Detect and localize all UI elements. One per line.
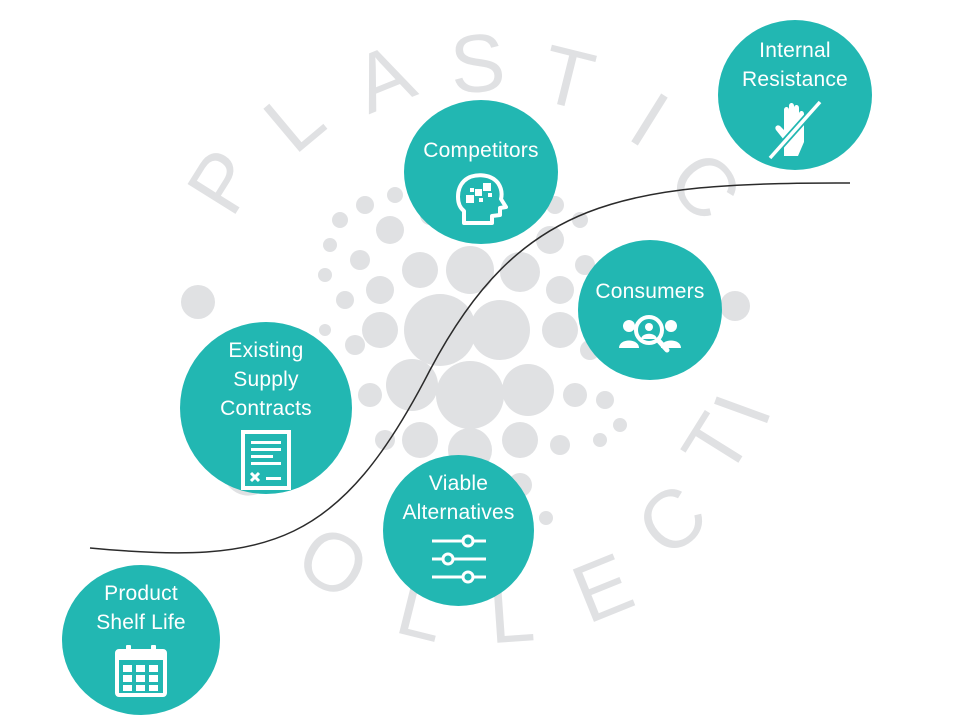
watermark-dot	[546, 276, 574, 304]
node-label: Consumers	[595, 280, 705, 303]
watermark-dot	[402, 252, 438, 288]
watermark-dot	[332, 212, 348, 228]
watermark-dot	[500, 252, 540, 292]
watermark-letter: O	[283, 508, 384, 619]
calendar-icon	[113, 643, 169, 699]
node-consumers: Consumers	[578, 240, 722, 380]
node-product-shelf-life: Product Shelf Life	[62, 565, 220, 715]
watermark-dot	[539, 511, 553, 525]
adoption-s-curve	[89, 182, 851, 554]
node-existing-supply-contracts: Existing Supply Contracts	[180, 322, 352, 494]
watermark-dot	[323, 238, 337, 252]
watermark-dot	[502, 364, 554, 416]
watermark-dot	[563, 383, 587, 407]
watermark-dot	[336, 291, 354, 309]
watermark-dot	[720, 291, 750, 321]
sliders-icon	[430, 533, 488, 585]
watermark-dot	[502, 422, 538, 458]
watermark-dot	[542, 312, 578, 348]
watermark-dot	[402, 422, 438, 458]
node-label: Viable Alternatives	[402, 472, 515, 524]
node-label: Existing Supply Contracts	[220, 339, 312, 420]
node-label: Competitors	[423, 139, 539, 162]
watermark-dot	[181, 285, 215, 319]
watermark-dot	[536, 226, 564, 254]
watermark-dot	[366, 276, 394, 304]
watermark-dot	[404, 294, 476, 366]
watermark-dot	[345, 335, 365, 355]
user-search-icon	[617, 312, 683, 356]
watermark-dot	[593, 433, 607, 447]
watermark-dot	[550, 435, 570, 455]
watermark-dot	[386, 359, 438, 411]
contract-document-icon	[240, 429, 292, 491]
watermark-dot	[375, 430, 395, 450]
watermark-dot	[358, 383, 382, 407]
node-competitors: Competitors	[404, 100, 558, 244]
node-label: Internal Resistance	[742, 39, 848, 91]
watermark-dot	[596, 391, 614, 409]
puzzle-head-icon	[454, 171, 508, 227]
node-viable-alternatives: Viable Alternatives	[383, 455, 534, 606]
watermark-dot	[350, 250, 370, 270]
watermark-dot	[572, 212, 588, 228]
watermark-dot	[613, 418, 627, 432]
stop-hand-icon	[764, 100, 826, 160]
watermark-dot	[446, 246, 494, 294]
watermark-dot	[436, 361, 504, 429]
watermark-dot	[318, 268, 332, 282]
watermark-letter: C	[620, 467, 724, 575]
watermark-letter: E	[560, 536, 645, 641]
watermark-letter: I	[615, 75, 683, 164]
watermark-dot	[362, 312, 398, 348]
watermark-dot	[470, 300, 530, 360]
watermark-letter: A	[341, 26, 426, 131]
watermark-dot	[319, 324, 331, 336]
watermark-letter: L	[248, 71, 341, 170]
watermark-dot	[356, 196, 374, 214]
watermark-letter: P	[170, 135, 276, 230]
watermark-letter: S	[447, 17, 508, 112]
node-label: Product Shelf Life	[96, 582, 186, 634]
watermark-letter: T	[532, 28, 603, 128]
watermark-dot	[376, 216, 404, 244]
node-internal-resistance: Internal Resistance	[718, 20, 872, 170]
watermark-dot	[387, 187, 403, 203]
